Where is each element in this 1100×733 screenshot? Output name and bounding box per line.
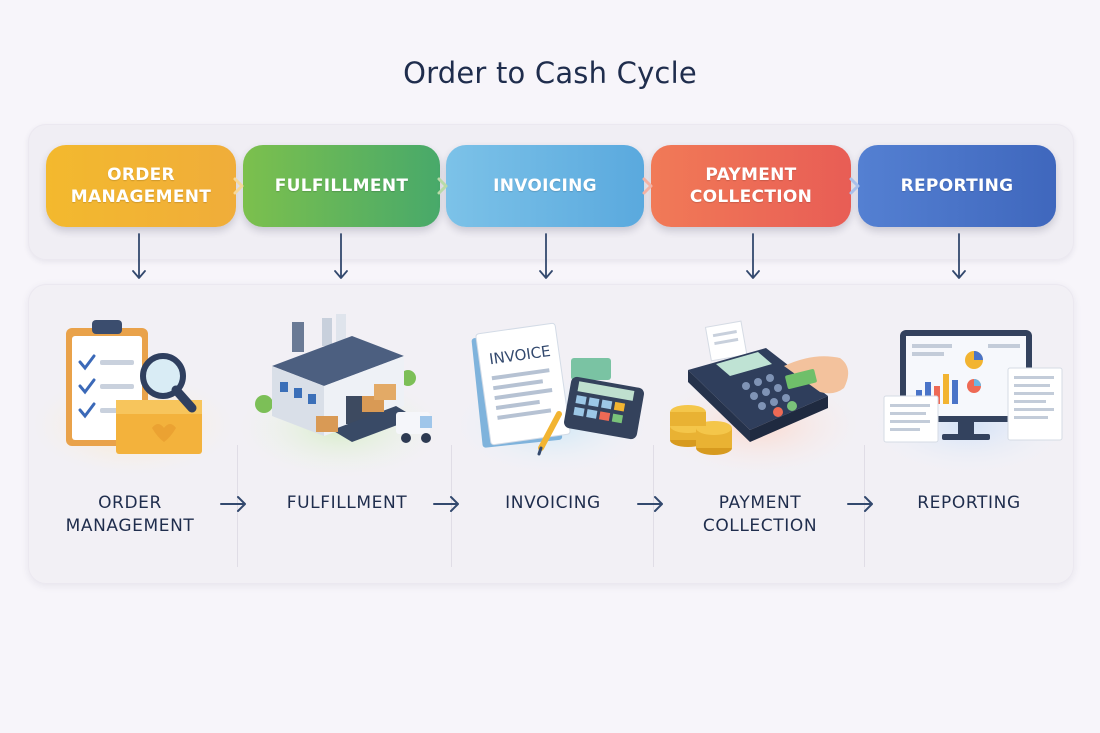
- pill-payment-collection: PAYMENT COLLECTION: [651, 145, 851, 227]
- card-terminal-coins-icon: [659, 320, 859, 475]
- label-reporting: REPORTING: [917, 493, 1021, 513]
- arrow-down-icon: [132, 233, 146, 279]
- label-order-management: ORDER MANAGEMENT: [65, 493, 195, 536]
- divider: [451, 445, 452, 567]
- clipboard-magnifier-box-icon: [33, 320, 233, 475]
- arrow-down-icon: [539, 233, 553, 279]
- divider: [864, 445, 865, 567]
- pill-reporting: REPORTING: [858, 145, 1056, 227]
- arrow-right-icon: [847, 496, 873, 512]
- dashboard-reports-icon: [869, 330, 1069, 475]
- chevron-right-icon: [437, 177, 448, 195]
- arrow-down-icon: [334, 233, 348, 279]
- label-invoicing: INVOICING: [505, 493, 601, 513]
- arrow-right-icon: [637, 496, 663, 512]
- invoice-calculator-icon: INVOICE: [452, 322, 652, 475]
- divider: [237, 445, 238, 567]
- pill-invoicing: INVOICING: [446, 145, 644, 227]
- arrow-right-icon: [433, 496, 459, 512]
- arrow-down-icon: [952, 233, 966, 279]
- chevron-right-icon: [849, 177, 860, 195]
- warehouse-truck-icon: [239, 314, 443, 478]
- pill-order-management: ORDER MANAGEMENT: [46, 145, 236, 227]
- chevron-right-icon: [233, 177, 244, 195]
- divider: [653, 445, 654, 567]
- chevron-right-icon: [642, 177, 653, 195]
- arrow-down-icon: [746, 233, 760, 279]
- pill-fulfillment: FULFILLMENT: [243, 145, 440, 227]
- arrow-right-icon: [220, 496, 246, 512]
- label-payment-collection: PAYMENT COLLECTION: [702, 493, 818, 536]
- page-title: Order to Cash Cycle: [403, 56, 697, 90]
- label-fulfillment: FULFILLMENT: [286, 493, 408, 513]
